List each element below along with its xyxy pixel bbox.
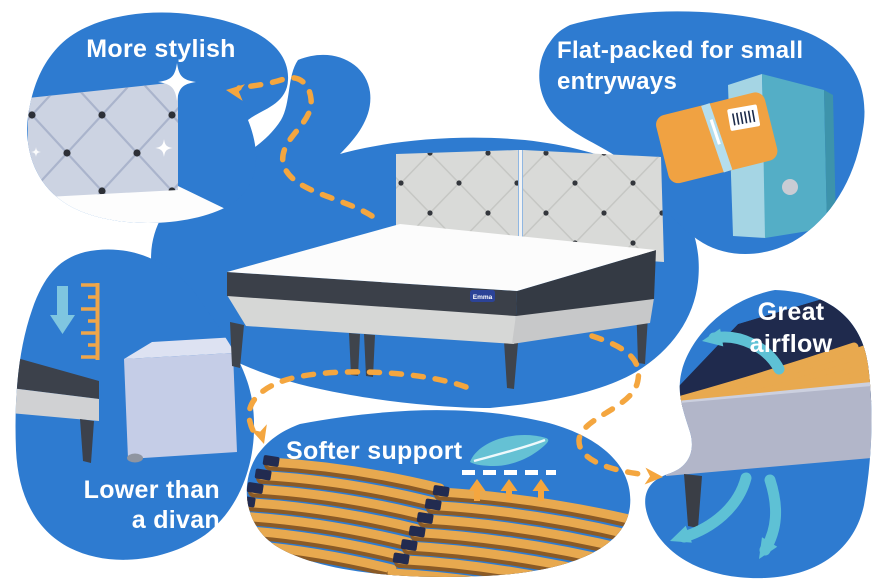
barcode-label (727, 104, 761, 131)
flat-packed-label-line1: Flat-packed for small (557, 37, 803, 64)
airflow-arrow-icon (702, 328, 785, 375)
floor (30, 186, 240, 224)
package-box-icon (656, 92, 778, 184)
callout-softer-support: Softer support (246, 410, 631, 577)
dashed-arrow-icon (226, 75, 375, 219)
mattress-top (227, 224, 656, 291)
feather-icon (470, 434, 549, 466)
bed-leg (364, 334, 375, 377)
flat-packed-label-line2: entryways (557, 68, 677, 95)
bed-leg (504, 341, 518, 389)
tufted-headboard-illustration (28, 82, 240, 224)
mattress-band-right (516, 250, 656, 316)
divan-front (124, 353, 237, 459)
emma-badge: Emma (470, 290, 495, 302)
bed-leg (349, 333, 360, 376)
airflow-arrow-icon (759, 474, 782, 559)
bed-edge-base (15, 388, 99, 421)
frame-front (656, 386, 872, 476)
great-airflow-label-line1: Great (758, 298, 825, 326)
emma-bed-edge-illustration (15, 356, 99, 463)
great-airflow-label-line2: airflow (750, 330, 833, 358)
dashed-arrow-icon (246, 369, 469, 444)
bed-edge-band (15, 356, 99, 399)
door-edge (824, 90, 836, 228)
divan-top (124, 336, 254, 359)
callout-great-airflow: Great airflow (645, 290, 872, 579)
bed-edge-leg (80, 419, 94, 463)
lower-divan-label-line1: Lower than (84, 476, 220, 504)
callout-flat-packed: Flat-packed for small entryways (539, 11, 865, 254)
callout-lower-divan: Lower than a divan (15, 249, 255, 560)
down-arrow-icon (50, 286, 75, 334)
mattress-band-front (227, 272, 517, 316)
bed-leg (230, 322, 244, 368)
emma-badge-text: Emma (473, 294, 493, 301)
lower-divan-label-line2: a divan (132, 506, 220, 534)
base-right (512, 298, 654, 344)
divan-foot (127, 453, 143, 463)
divan-illustration (124, 336, 254, 463)
frame-leg (684, 474, 702, 528)
more-stylish-label: More stylish (86, 35, 235, 63)
callout-more-stylish: More stylish (27, 12, 289, 224)
airflow-arrow-icon (670, 472, 752, 543)
ruler-icon (81, 283, 100, 360)
headboard-right-tufting (523, 150, 664, 262)
bed-illustration: Emma (227, 150, 664, 389)
dashed-arrow-icon (576, 333, 663, 485)
door-icon (728, 74, 836, 238)
box-tape-highlight (709, 119, 721, 145)
door-knob (782, 179, 798, 195)
door-leaf (762, 74, 827, 238)
base-front (227, 295, 516, 344)
softer-support-label: Softer support (286, 437, 463, 465)
tufting-pattern (28, 82, 178, 198)
